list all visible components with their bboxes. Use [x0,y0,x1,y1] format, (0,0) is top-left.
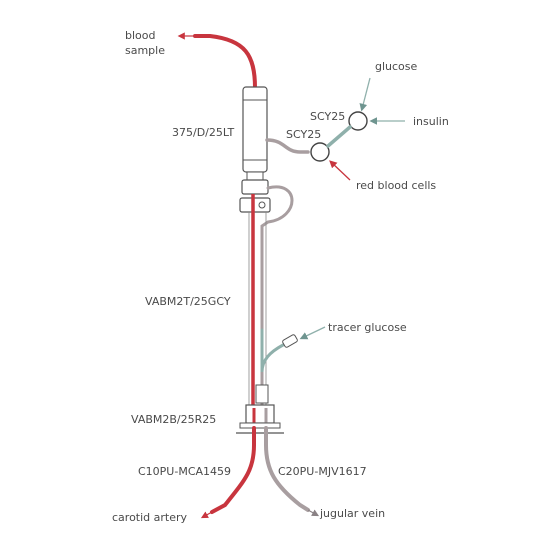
label-jugular-catheter: C20PU-MJV1617 [278,465,367,478]
tether-junction [255,384,269,404]
vab-button-base [239,422,281,429]
blood-sample-line [193,34,257,90]
carotid-catheter-line [210,426,256,514]
label-scy25-top: SCY25 [310,110,345,123]
scy25-lower-connector [310,142,330,162]
label-tracer-glucose: tracer glucose [328,321,407,334]
jugular-vein-arrow [307,509,320,517]
tracer-glucose-line [260,328,285,373]
swivel-coupling [246,171,264,181]
carotid-artery-arrow [200,511,213,519]
label-vab-tether: VABM2T/25GCY [145,295,231,308]
label-red-blood-cells: red blood cells [356,179,436,192]
tracer-connector [282,334,298,348]
label-glucose: glucose [375,60,418,73]
label-carotid-catheter: C10PU-MCA1459 [138,465,231,478]
scy25-link-line [326,125,352,148]
glucose-input-line [359,77,371,112]
swivel-to-scy25-line [265,138,310,154]
tether-clamp [239,197,271,213]
label-blood-sample-1: blood [125,29,155,42]
tracer-input-arrow [299,326,326,340]
jugular-catheter-line [264,426,310,512]
label-carotid-artery: carotid artery [112,511,188,524]
label-scy25-mid: SCY25 [286,128,321,141]
label-swivel: 375/D/25LT [172,126,234,139]
clamp-screw [258,201,266,209]
swivel-base [241,179,269,195]
label-blood-sample-2: sample [125,44,165,57]
label-jugular-vein: jugular vein [319,507,385,520]
rbc-input-line [329,160,351,181]
vab-button-top [245,404,275,424]
scy25-upper-connector [348,111,368,131]
label-vab-button: VABM2B/25R25 [131,413,216,426]
label-insulin: insulin [413,115,449,128]
tether-loop-line [260,185,294,332]
